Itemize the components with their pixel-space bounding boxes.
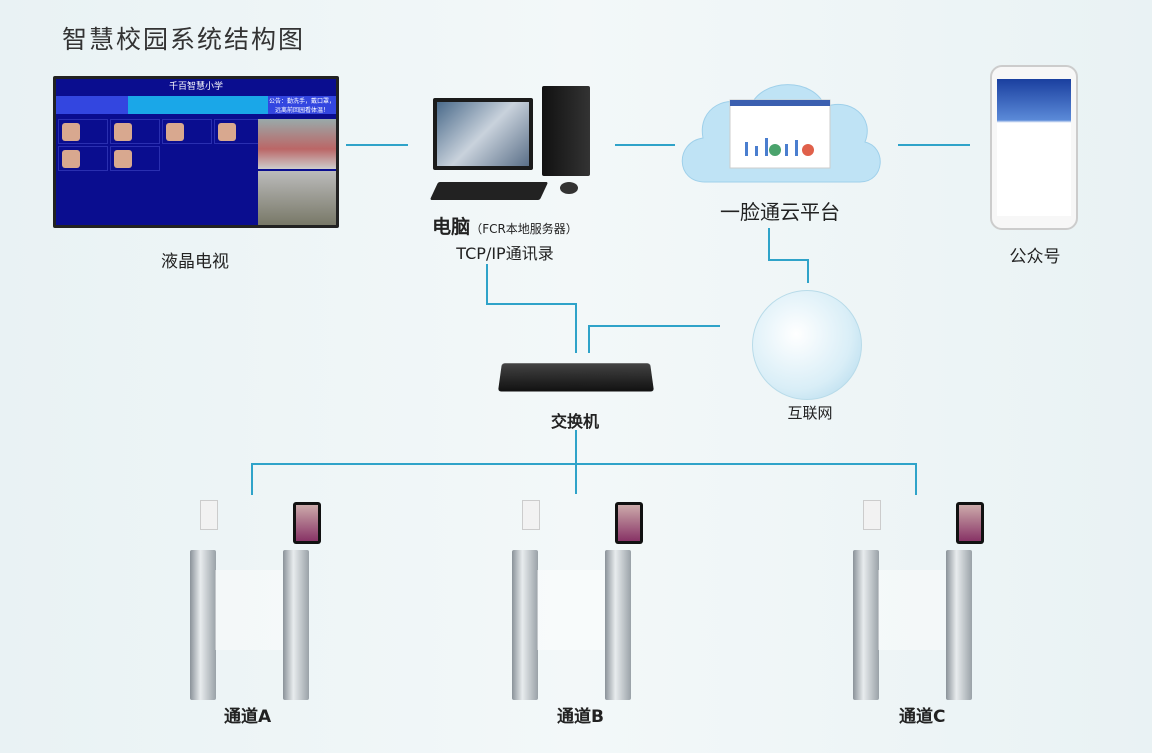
computer-protocol: TCP/IP通讯录 [456, 244, 554, 263]
turnstile-gate-a [185, 500, 365, 700]
computer-tower [542, 86, 590, 176]
channel-a-label: 通道A [224, 707, 272, 727]
link-switch-bus-v [575, 430, 577, 494]
lcd-tv: 千百智慧小学 公告：勤洗手，戴口罩，远离前回园看体温！ [53, 76, 339, 228]
keyboard [429, 182, 549, 200]
link-cloud-internet-v2 [807, 259, 809, 283]
link-internet-switch-h [588, 325, 720, 327]
face-recognition-terminal [293, 502, 321, 544]
link-internet-switch-v [588, 325, 590, 353]
cloud-platform-label: 一脸通云平台 [720, 200, 840, 224]
tv-screen-title: 千百智慧小学 [168, 82, 223, 92]
computer-label: 电脑 [432, 216, 471, 238]
link-cloud-internet-h [768, 259, 808, 261]
mobile-phone [990, 65, 1078, 230]
globe-icon [752, 290, 862, 400]
phone-label: 公众号 [1009, 247, 1061, 267]
link-bus-a [251, 463, 253, 495]
link-pc-switch-v2 [575, 303, 577, 353]
channel-c-label: 通道C [899, 707, 946, 727]
link-pc-cloud [615, 144, 675, 146]
mouse [560, 182, 578, 194]
tv-notice: 公告：勤洗手，戴口罩，远离前回园看体温！ [268, 96, 336, 114]
cloud-icon [681, 84, 881, 183]
switch-label: 交换机 [550, 412, 599, 431]
tv-label: 液晶电视 [161, 252, 229, 272]
link-bus-c [915, 463, 917, 495]
face-recognition-terminal [615, 502, 643, 544]
link-tv-pc [346, 144, 408, 146]
turnstile-gate-b [507, 500, 687, 700]
channel-b-label: 通道B [557, 707, 604, 727]
computer-monitor [433, 98, 533, 170]
link-cloud-phone [898, 144, 970, 146]
network-switch [497, 363, 655, 392]
turnstile-gate-c [848, 500, 1028, 700]
face-recognition-terminal [956, 502, 984, 544]
link-cloud-internet-v1 [768, 228, 770, 260]
diagram-title: 智慧校园系统结构图 [62, 25, 306, 54]
computer-label-sub: （FCR本地服务器） [470, 222, 578, 236]
link-bus-h [251, 463, 917, 465]
link-pc-switch-h [486, 303, 576, 305]
internet-label: 互联网 [787, 404, 833, 422]
link-pc-switch-v1 [486, 264, 488, 304]
